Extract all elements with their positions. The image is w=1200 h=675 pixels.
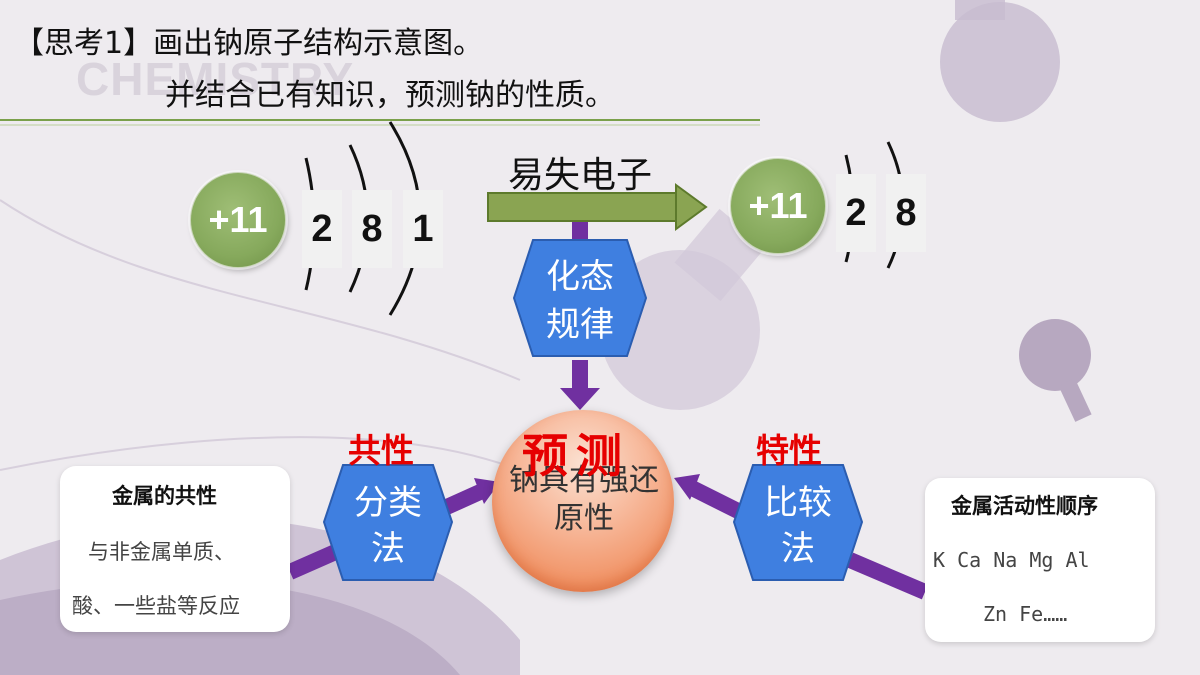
- activity-series-line-2: Zn Fe……: [983, 602, 1068, 626]
- card-title: 金属活动性顺序: [951, 494, 1098, 518]
- particularity-label: 特性: [756, 431, 822, 470]
- shell-count-2: 8: [352, 190, 392, 268]
- shell-count-1-after: 2: [836, 174, 876, 252]
- hex-right-line-2: 法: [781, 529, 815, 569]
- shell-count-3: 1: [403, 190, 443, 268]
- hex-left-line-1: 分类: [354, 483, 422, 523]
- nucleus-after: +11: [730, 158, 826, 254]
- flask-icon: [1019, 319, 1091, 391]
- activity-series-card: 金属活动性顺序 K Ca Na Mg Al Zn Fe……: [925, 478, 1155, 642]
- faint-curve: [0, 199, 521, 381]
- flask-icon: [940, 2, 1060, 122]
- shell-count-1: 2: [302, 190, 342, 268]
- title-line-1: 【思考1】画出钠原子结构示意图。: [14, 26, 484, 61]
- hex-left-line-2: 法: [371, 529, 405, 569]
- nucleus-before: +11: [190, 172, 286, 268]
- connector-right: [688, 480, 744, 520]
- hexagon-left: [322, 464, 454, 581]
- hex-right-line-1: 比较: [764, 483, 832, 523]
- arrowhead-down: [560, 388, 600, 410]
- hexagon-top: [512, 239, 648, 357]
- arrowhead-right: [674, 474, 700, 500]
- activity-series-line-1: K Ca Na Mg Al: [933, 548, 1090, 572]
- metal-common-card: 金属的共性 与非金属单质、 酸、一些盐等反应: [60, 466, 290, 632]
- watermark-text: CHEMISTRY: [76, 53, 355, 105]
- hex-top-line-2: 规律: [546, 305, 614, 345]
- card-line: 酸、一些盐等反应: [72, 594, 240, 618]
- connector-right-outer: [846, 552, 929, 600]
- arrow-label: 易失电子: [508, 155, 653, 196]
- commonality-label: 共性: [348, 431, 414, 470]
- hexagon-right: [732, 464, 864, 581]
- flask-neck: [1058, 378, 1092, 422]
- card-title: 金属的共性: [112, 484, 217, 508]
- card-line: 与非金属单质、: [88, 540, 235, 564]
- hex-top-line-1: 化态: [546, 257, 614, 297]
- prediction-ball: [492, 410, 674, 592]
- green-arrow-body: [487, 192, 679, 222]
- connector-left-outer: [286, 542, 344, 580]
- flask-neck: [955, 0, 1005, 20]
- title-line-2: 并结合已有知识，预测钠的性质。: [165, 78, 615, 113]
- green-arrow-head: [675, 183, 708, 231]
- shell-count-2-after: 8: [886, 174, 926, 252]
- prediction-title: 预测: [522, 429, 630, 483]
- prediction-text: 钠具有强还原性: [509, 463, 659, 536]
